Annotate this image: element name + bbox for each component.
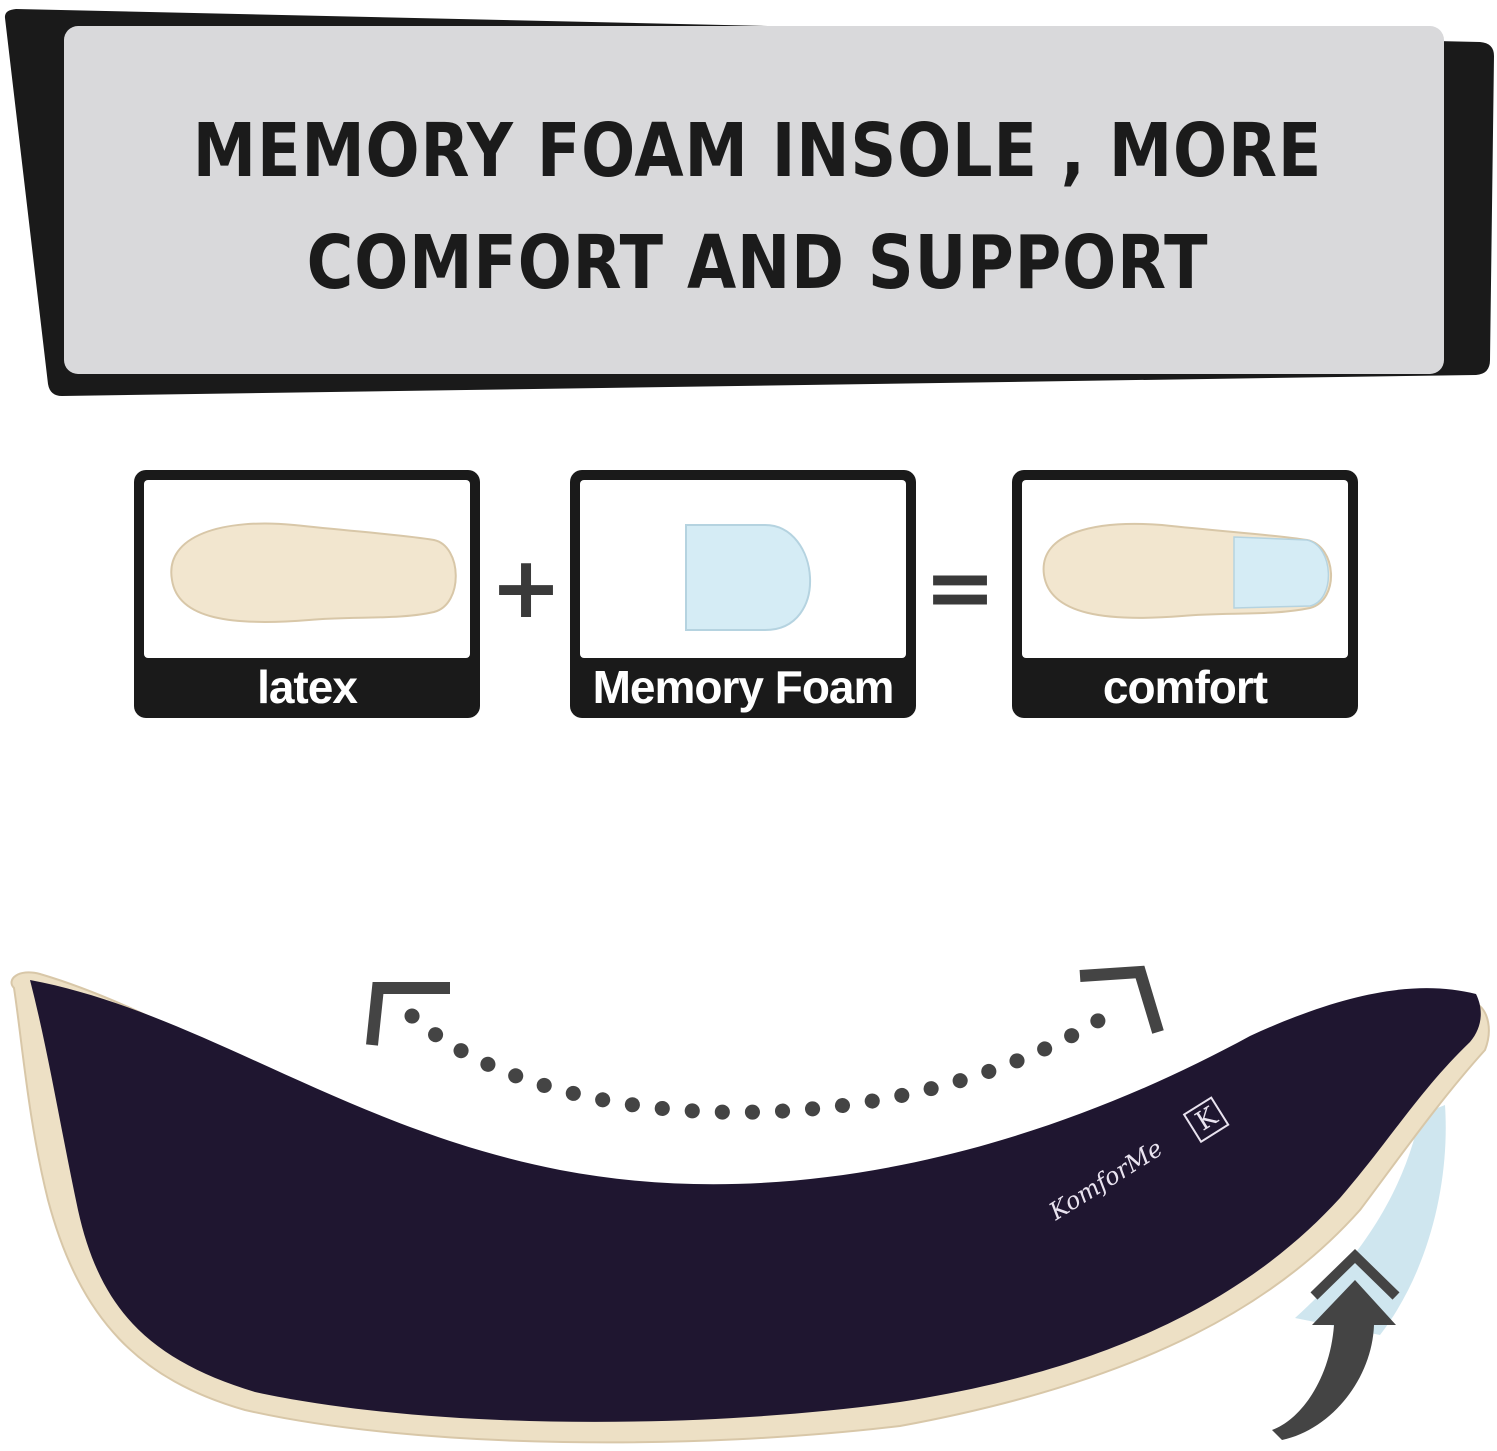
comfort-label: comfort xyxy=(1102,661,1268,713)
heel-foam-pad xyxy=(1295,1105,1446,1335)
latex-image xyxy=(144,480,470,658)
latex-insole-shape xyxy=(170,522,457,623)
insole-top-cover xyxy=(30,980,1481,1422)
comfort-card: comfort xyxy=(1012,470,1358,718)
comfort-foam-insert xyxy=(1233,536,1330,609)
comfort-image xyxy=(1022,480,1348,658)
headline-banner xyxy=(4,9,1494,396)
headline-line-1: MEMORY FOAM INSOLE , MORE xyxy=(192,108,1323,194)
heel-lift-arrow-icon xyxy=(1272,1249,1400,1440)
headline: MEMORY FOAM INSOLE , MORE COMFORT AND SU… xyxy=(175,95,1340,319)
memory-foam-label: Memory Foam xyxy=(592,661,895,713)
memory-foam-image xyxy=(580,480,906,658)
bend-arrow-icon xyxy=(366,965,1164,1120)
insole-illustration: K KomforMe xyxy=(10,965,1490,1444)
headline-line-2: COMFORT AND SUPPORT xyxy=(306,220,1209,306)
equals-sign: = xyxy=(924,538,997,638)
plus-sign: + xyxy=(490,538,563,638)
memory-foam-pad-shape xyxy=(685,524,811,631)
latex-label: latex xyxy=(257,661,358,713)
memory-foam-card: Memory Foam xyxy=(570,470,916,718)
latex-card: latex xyxy=(134,470,480,718)
